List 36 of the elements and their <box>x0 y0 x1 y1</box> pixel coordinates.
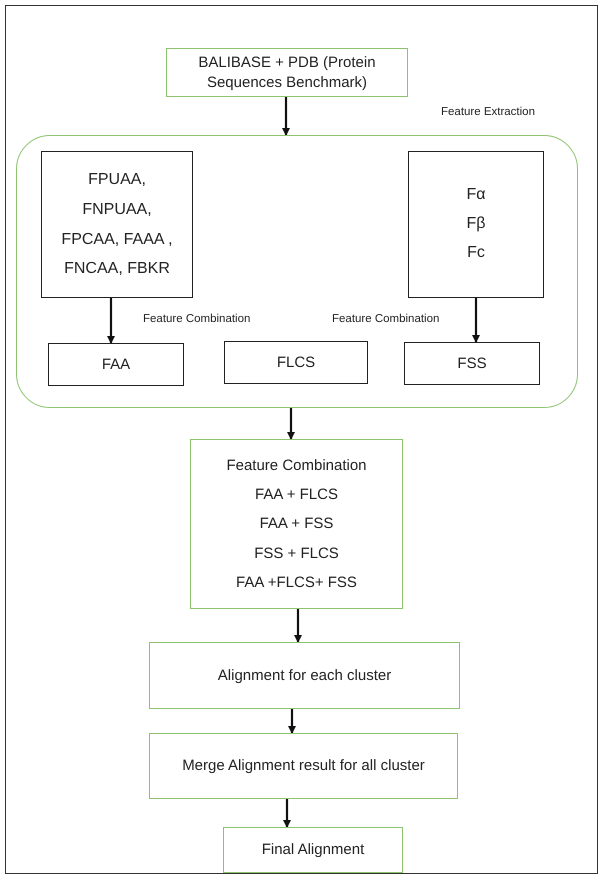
box-text: Feature Combination <box>226 456 367 476</box>
feature-box <box>48 343 184 386</box>
arrow <box>294 609 302 643</box>
box-text: Alignment for each cluster <box>218 666 392 686</box>
arrow <box>288 709 296 734</box>
box-text: Fα <box>466 185 486 206</box>
feature-box <box>41 151 193 298</box>
feature-box <box>224 341 368 384</box>
annotation-text: Feature Combination <box>143 313 250 325</box>
box-text: FSS <box>457 354 487 374</box>
box-text: Merge Alignment result for all cluster <box>182 756 425 776</box>
group-heading: Feature Extraction <box>441 105 535 120</box>
box-text: FPUAA, FNPUAA, FPCAA, FAAA , FNCAA, FBKR <box>60 170 174 280</box>
arrow <box>107 298 115 344</box>
box-text: BALIBASE + PDB (Protein Sequences Benchmark) <box>197 53 377 92</box>
box-text: Final Alignment <box>262 840 364 860</box>
process-box <box>190 439 403 609</box>
box-text: Fc <box>467 242 485 263</box>
arrow <box>287 408 295 440</box>
box-text: FAA + FLCS <box>255 485 338 506</box>
feature-box <box>404 342 540 385</box>
arrow <box>283 799 291 828</box>
box-text: FAA +FLCS+ FSS <box>236 572 357 593</box>
box-text: FLCS <box>276 352 316 372</box>
box-text: Fβ <box>466 214 486 234</box>
box-text: FAA <box>102 354 130 374</box>
box-text: FSS + FLCS <box>254 544 339 564</box>
arrow <box>472 298 480 343</box>
annotation-text: Feature Combination <box>332 313 440 325</box>
process-box <box>149 733 458 799</box>
process-box <box>149 642 460 709</box>
process-box <box>166 48 408 97</box>
process-box <box>223 827 403 873</box>
box-text: FAA + FSS <box>260 514 334 534</box>
arrow <box>282 97 290 136</box>
feature-box <box>408 151 544 298</box>
